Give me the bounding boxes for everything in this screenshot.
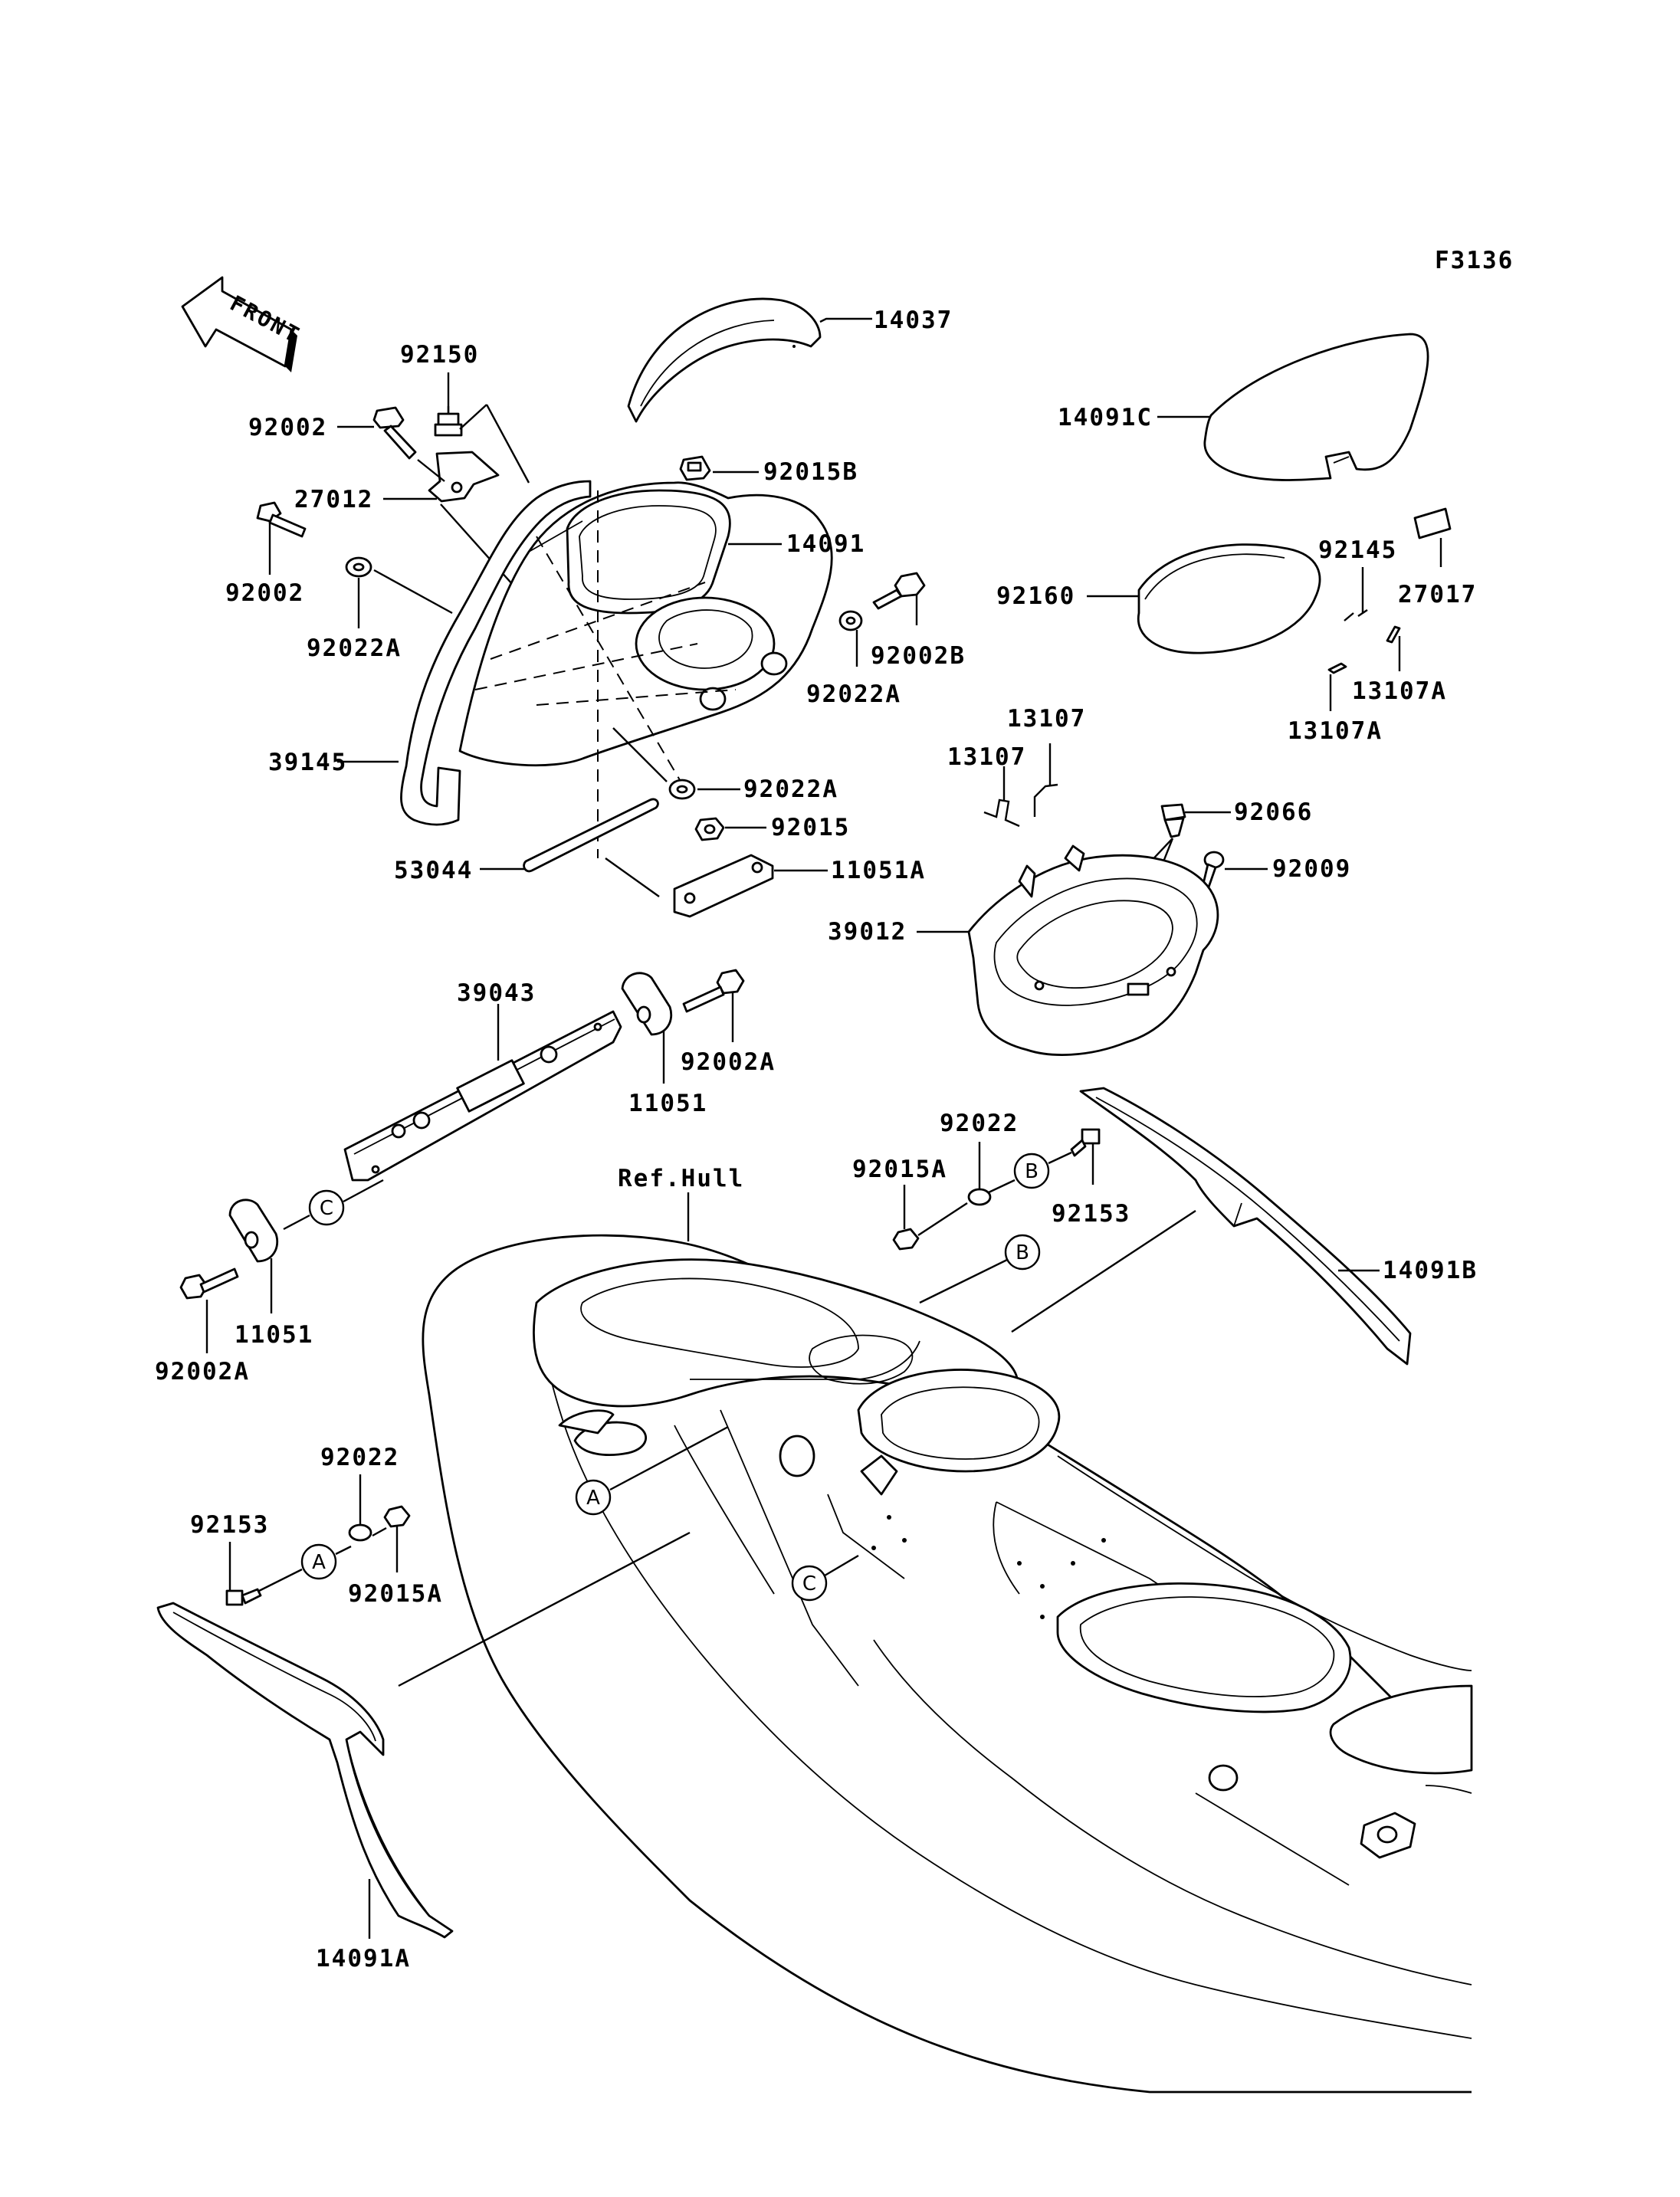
- part-11051A-plate: [673, 854, 774, 918]
- label-27012: 27012: [294, 486, 373, 513]
- bolt-92002A-lower-icon: [179, 1267, 239, 1300]
- plug-92066-icon: [1160, 803, 1186, 838]
- part-11051-lower-plate: [228, 1199, 278, 1263]
- label-11051-lower: 11051: [235, 1321, 313, 1349]
- clip-92145-icon: [1344, 609, 1368, 621]
- label-92002A-upper: 92002A: [681, 1048, 776, 1076]
- part-53044-rod: [523, 798, 659, 873]
- part-14091A-side-panel: [156, 1602, 454, 1939]
- washer-92022A-left-icon: [345, 556, 372, 578]
- bracket-27012-icon: [428, 451, 500, 503]
- bolt-92002A-upper-icon: [682, 969, 745, 1013]
- washer-92022-left-icon: [348, 1523, 372, 1542]
- part-27017-pad: [1413, 507, 1452, 539]
- spring-13107-icon: [983, 783, 1058, 828]
- label-14091: 14091: [786, 530, 865, 558]
- washer-92022A-right-icon: [838, 610, 863, 631]
- label-ref-hull: Ref.Hull: [618, 1165, 744, 1192]
- clip-13107A-right-icon: [1386, 625, 1401, 644]
- part-92160-mat: [1137, 543, 1321, 654]
- label-92160: 92160: [996, 582, 1075, 610]
- label-92002B: 92002B: [871, 642, 966, 670]
- clip-13107A-left-icon: [1327, 662, 1347, 674]
- washer-92022A-lower-icon: [668, 779, 696, 800]
- part-14091B-side-panel: [1079, 1087, 1412, 1366]
- part-14037-handle: [627, 297, 822, 423]
- label-92022A-left: 92022A: [307, 635, 402, 662]
- label-11051-upper: 11051: [628, 1090, 707, 1117]
- label-39012: 39012: [828, 918, 907, 946]
- label-92015B: 92015B: [763, 458, 858, 486]
- part-39012-storage-bucket: [967, 844, 1219, 1056]
- label-92015A-right: 92015A: [852, 1156, 947, 1183]
- callout-B-hull: B: [1016, 1241, 1029, 1264]
- clip-92015B-icon: [679, 455, 711, 481]
- part-14091-instrument-cover: [458, 481, 833, 858]
- label-13107A-right: 13107A: [1352, 677, 1447, 705]
- callout-A-hull: A: [586, 1487, 600, 1510]
- label-92009: 92009: [1272, 855, 1351, 883]
- label-92015A-left: 92015A: [348, 1580, 443, 1608]
- label-53044: 53044: [394, 857, 473, 884]
- label-13107-left: 13107: [947, 743, 1026, 771]
- label-92015: 92015: [771, 814, 850, 841]
- callout-B-parts: B: [1025, 1160, 1039, 1183]
- label-13107-right: 13107: [1007, 705, 1086, 733]
- figure-code: F3136: [1435, 247, 1514, 274]
- label-92002A-lower: 92002A: [155, 1358, 250, 1385]
- bolt-92002-top-icon: [372, 406, 417, 460]
- label-39145: 39145: [268, 749, 347, 776]
- part-14091C-cover: [1203, 333, 1429, 481]
- nut-92015A-right-icon: [892, 1228, 920, 1251]
- label-14037: 14037: [874, 307, 953, 334]
- clip-92153-left-icon: [225, 1588, 262, 1606]
- callout-C-upper: C: [320, 1197, 333, 1220]
- nut-92015A-left-icon: [383, 1505, 411, 1528]
- label-92066: 92066: [1234, 798, 1313, 826]
- nut-92015-icon: [694, 817, 725, 841]
- label-92022-left: 92022: [320, 1444, 399, 1471]
- reference-hull: [422, 1234, 1473, 2094]
- bolt-92150-icon: [434, 412, 463, 437]
- part-39145-seal: [400, 480, 592, 826]
- label-92153-left: 92153: [190, 1511, 269, 1539]
- callout-C-hull: C: [802, 1572, 816, 1595]
- label-92145: 92145: [1318, 536, 1397, 564]
- front-arrow-icon: FRONT: [181, 276, 305, 372]
- label-27017: 27017: [1398, 581, 1477, 608]
- label-92150: 92150: [400, 341, 479, 369]
- clip-92153-right-icon: [1070, 1128, 1101, 1157]
- label-92002-left: 92002: [225, 579, 304, 607]
- part-39043-bracket: [343, 1010, 622, 1182]
- label-11051A: 11051A: [831, 857, 926, 884]
- label-39043: 39043: [457, 979, 536, 1007]
- label-14091B: 14091B: [1383, 1257, 1478, 1284]
- callout-A-parts: A: [312, 1551, 326, 1574]
- label-14091A: 14091A: [316, 1945, 411, 1972]
- label-92002-top: 92002: [248, 414, 327, 441]
- washer-92022-right-icon: [967, 1188, 992, 1206]
- label-13107A-left: 13107A: [1288, 717, 1383, 745]
- part-11051-upper-plate: [621, 972, 672, 1036]
- label-92153-right: 92153: [1052, 1200, 1130, 1228]
- label-92022-right: 92022: [940, 1110, 1019, 1137]
- label-92022A-right: 92022A: [806, 680, 901, 708]
- label-14091C: 14091C: [1058, 404, 1153, 431]
- label-92022A-lower: 92022A: [743, 776, 838, 803]
- bolt-92002-left-icon: [256, 501, 307, 538]
